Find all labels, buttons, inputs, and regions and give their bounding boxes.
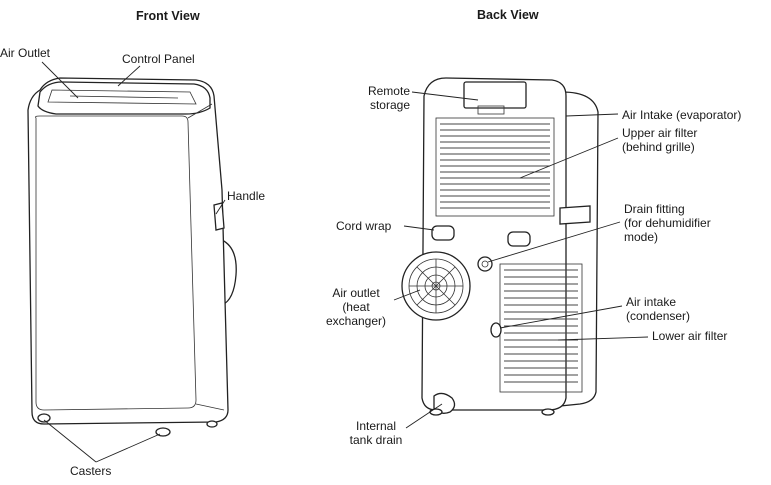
label-internal-tank-drain-line1: Internal — [355, 419, 397, 433]
label-handle: Handle — [227, 189, 266, 203]
label-internal-tank-drain-line2: tank drain — [349, 433, 403, 447]
label-casters: Casters — [70, 464, 112, 478]
label-air-intake-condenser-line1: Air intake — [626, 295, 677, 309]
label-air-intake-condenser-line2: (condenser) — [626, 309, 691, 323]
label-air-outlet-heat-exchanger-line3: exchanger) — [325, 314, 387, 328]
label-air-outlet: Air Outlet — [0, 46, 51, 60]
label-lower-air-filter: Lower air filter — [652, 329, 728, 343]
label-air-intake-condenser: Air intake (condenser) — [626, 295, 690, 323]
label-drain-fitting-line2: (for dehumidifier — [624, 216, 711, 230]
label-remote-storage-line2: storage — [369, 98, 410, 112]
label-cord-wrap: Cord wrap — [336, 219, 392, 233]
front-unit-illustration — [27, 77, 237, 437]
front-leader-lines — [41, 61, 226, 463]
label-air-outlet-heat-exchanger: Air outlet (heat exchanger) — [322, 286, 390, 328]
label-air-intake-evaporator: Air Intake (evaporator) — [622, 108, 742, 122]
upper-grille — [440, 123, 550, 209]
label-internal-tank-drain: Internal tank drain — [344, 419, 408, 447]
label-upper-air-filter-line2: (behind grille) — [622, 140, 695, 154]
back-view-title: Back View — [477, 8, 539, 22]
label-drain-fitting-line1: Drain fitting — [624, 202, 685, 216]
label-control-panel: Control Panel — [122, 52, 195, 66]
label-remote-storage: Remote storage — [356, 84, 410, 112]
back-unit-illustration — [401, 77, 599, 416]
label-upper-air-filter-line1: Upper air filter — [622, 126, 698, 140]
label-upper-air-filter: Upper air filter (behind grille) — [622, 126, 697, 154]
label-air-outlet-heat-exchanger-line1: Air outlet — [332, 286, 380, 300]
label-drain-fitting-line3: mode) — [624, 230, 659, 244]
label-air-outlet-heat-exchanger-line2: (heat — [342, 300, 370, 314]
lower-grille — [504, 269, 578, 383]
front-view-title: Front View — [136, 9, 200, 23]
label-remote-storage-line1: Remote — [367, 84, 410, 98]
back-leader-lines — [393, 91, 649, 429]
label-drain-fitting: Drain fitting (for dehumidifier mode) — [624, 202, 711, 244]
